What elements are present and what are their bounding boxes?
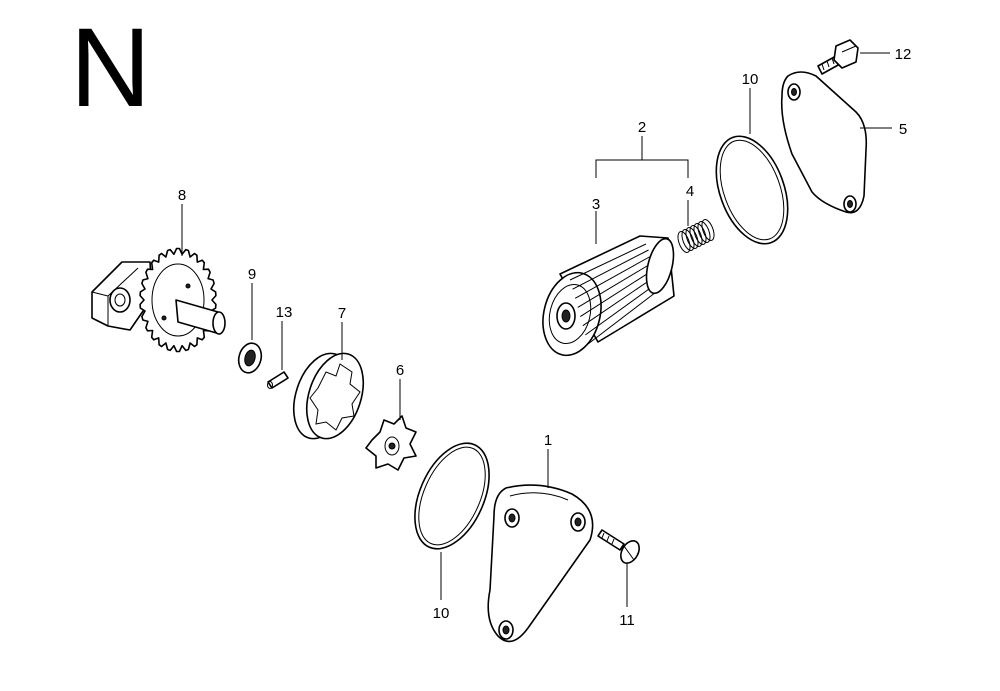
part-5-strainer-cover[interactable] (780, 71, 868, 214)
callout-10-upper: 10 (742, 71, 759, 88)
callout-9: 9 (248, 266, 256, 283)
callout-13: 13 (276, 304, 293, 321)
callout-4: 4 (686, 183, 694, 200)
part-7-outer-rotor[interactable] (284, 346, 374, 446)
section-letter: N (70, 5, 151, 130)
callout-labels: 8 9 13 7 6 1 10 11 3 4 2 10 5 12 (178, 46, 912, 629)
part-6-inner-rotor[interactable] (365, 415, 417, 471)
callout-6: 6 (396, 362, 404, 379)
callout-1: 1 (544, 432, 552, 449)
callout-11: 11 (619, 612, 635, 629)
part-10-o-ring-lower[interactable] (400, 432, 504, 560)
leader-lines (181, 52, 892, 607)
part-13-pin[interactable] (267, 371, 289, 389)
part-11-screw[interactable] (597, 529, 643, 566)
part-12-bolt[interactable] (817, 39, 859, 75)
callout-2: 2 (638, 119, 646, 136)
callout-8: 8 (178, 187, 186, 204)
part-10-o-ring-upper[interactable] (703, 126, 801, 253)
part-9-washer[interactable] (235, 341, 264, 376)
part-1-pump-cover[interactable] (487, 484, 594, 643)
callout-5: 5 (899, 121, 907, 138)
callout-3: 3 (592, 196, 600, 213)
callout-10-lower: 10 (433, 605, 450, 622)
part-3-oil-strainer[interactable] (535, 235, 679, 362)
part-4-spring[interactable] (676, 218, 717, 254)
callout-7: 7 (338, 305, 346, 322)
part-8-gear-assembly[interactable] (91, 247, 226, 353)
callout-12: 12 (895, 46, 912, 63)
